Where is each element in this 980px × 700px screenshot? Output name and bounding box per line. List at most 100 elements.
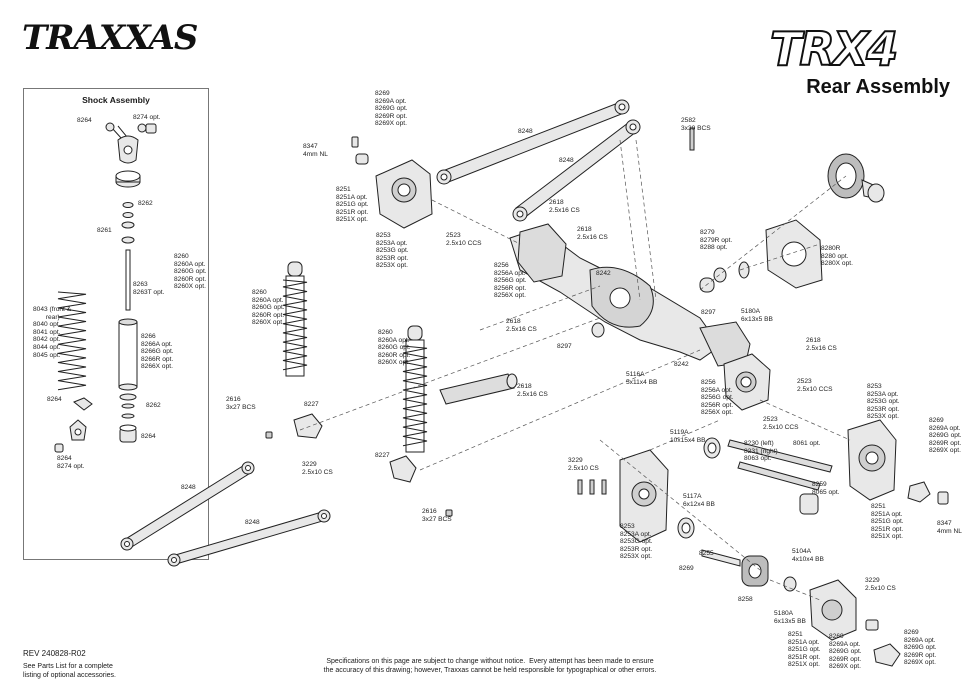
part-label: 8279 8279R opt. 8288 opt.: [700, 229, 733, 252]
part-label: 8269 8269A opt. 8269G opt. 8269R opt. 82…: [904, 629, 937, 667]
part-label: 8251 8251A opt. 8251G opt. 8251R opt. 82…: [788, 631, 821, 669]
right-portal-hub: [723, 353, 771, 411]
shock-label: 8264 8274 opt.: [57, 455, 85, 470]
shock-label: 8262: [138, 200, 153, 207]
part-label: 8258: [738, 596, 753, 603]
part-label: 8260 8260A opt. 8260G opt. 8260R opt. 82…: [378, 329, 411, 367]
part-label: 8269 8269A opt. 8269G opt. 8269R opt. 82…: [375, 90, 408, 128]
part-label: 8242: [674, 361, 689, 368]
axle-shafts: [703, 437, 833, 515]
shock-body-part: [118, 318, 138, 391]
shock-label: 8264: [77, 117, 92, 124]
center-tube: [439, 373, 518, 405]
part-label: 8253 8253A opt. 8253G opt. 8253R opt. 82…: [376, 232, 409, 270]
left-portal-hub: [351, 136, 433, 229]
part-label: 3229 2.5x10 CS: [865, 577, 896, 592]
part-label: 2523 2.5x10 CCS: [797, 378, 833, 393]
part-label: 2582 3x30 BCS: [681, 117, 711, 132]
shock-label: 8264: [141, 433, 156, 440]
part-label: 8297: [701, 309, 716, 316]
part-label: 8280R 8280 opt. 8280X opt.: [821, 245, 853, 268]
part-label: 2523 2.5x10 CCS: [763, 416, 799, 431]
part-label: 8256 8256A opt. 8256G opt. 8256R opt. 82…: [701, 379, 734, 417]
part-label: 8269: [679, 565, 694, 572]
part-label: 5119A 10x15x4 BB: [670, 429, 706, 444]
part-label: 8230 (left) 8231 (right) 8063 opt.: [744, 440, 778, 463]
upper-link-right: [512, 119, 641, 222]
pinion-parts: [591, 261, 750, 338]
lower-link-left: [120, 461, 255, 551]
part-label: 8248: [245, 519, 260, 526]
part-label: 8248: [559, 157, 574, 164]
disclaimer: Specifications on this page are subject …: [323, 658, 657, 674]
part-label: 3229 2.5x10 CS: [302, 461, 333, 476]
coilover-left: [282, 261, 308, 377]
part-label: 5104A 4x10x4 BB: [792, 548, 824, 563]
part-label: 8227: [375, 452, 390, 459]
shock-washers-part: [121, 202, 135, 244]
part-label: 2618 2.5x16 CS: [506, 318, 537, 333]
part-label: 8269 8269A opt. 8269G opt. 8269R opt. 82…: [929, 417, 962, 455]
part-label: 5180A 6x13x5 BB: [741, 308, 773, 323]
link-mounts: [293, 413, 417, 483]
part-label: 2618 2.5x16 CS: [517, 383, 548, 398]
shock-label: 8043 (front & rear) 8040 opt. 8041 opt. …: [33, 306, 72, 359]
screws: [265, 127, 695, 517]
shock-lower-parts: [54, 393, 137, 453]
part-label: 8242: [596, 270, 611, 277]
part-label: 8255: [699, 550, 714, 557]
shock-label: 8264: [47, 396, 62, 403]
page-title: Rear Assembly: [806, 76, 950, 98]
shock-spring-retainer-part: [115, 170, 141, 188]
shock-label: 8260 8260A opt. 8260G opt. 8260R opt. 82…: [174, 253, 207, 291]
part-label: 8227: [304, 401, 319, 408]
part-label: 8248: [518, 128, 533, 135]
shock-assembly-panel: Shock Assembly: [23, 88, 209, 560]
part-label: 2618 2.5x16 CS: [549, 199, 580, 214]
lower-portal-cover: [809, 579, 901, 667]
part-label: 8253 8253A opt. 8253G opt. 8253R opt. 82…: [867, 383, 900, 421]
part-label: 8347 4mm NL: [937, 520, 962, 535]
traxxas-logo: TRAXXAS: [22, 18, 198, 58]
parts-list-note: See Parts List for a complete listing of…: [23, 663, 116, 679]
portal-gears: [701, 549, 797, 592]
part-label: 8253 8253A opt. 8253G opt. 8253R opt. 82…: [620, 523, 653, 561]
ring-gear: [827, 153, 885, 203]
part-label: 5117A 6x12x4 BB: [683, 493, 715, 508]
revision-code: REV 240828-R02: [23, 649, 86, 658]
part-label: 5180A 6x13x5 BB: [774, 610, 806, 625]
part-label: 5116A 5x11x4 BB: [626, 371, 658, 386]
coilover-right: [402, 325, 428, 453]
part-label: 8251 8251A opt. 8251G opt. 8251R opt. 82…: [336, 186, 369, 224]
lower-link-right: [167, 509, 331, 567]
part-label: 8269 8269A opt. 8269G opt. 8269R opt. 82…: [829, 633, 862, 671]
shock-shaft-part: [125, 249, 131, 311]
upper-link-left: [436, 99, 630, 185]
diff-cover: [765, 219, 823, 289]
shock-spring-part: [57, 291, 87, 391]
shock-label: 8263 8263T opt.: [133, 281, 165, 296]
part-label: 8248: [181, 484, 196, 491]
shock-label: 8262: [146, 402, 161, 409]
part-label: 2616 3x27 BCS: [226, 396, 256, 411]
part-label: 8251 8251A opt. 8251G opt. 8251R opt. 82…: [871, 503, 904, 541]
shock-label: 8274 opt.: [133, 114, 161, 121]
part-label: 8297: [557, 343, 572, 350]
part-label: 2523 2.5x10 CCS: [446, 232, 482, 247]
part-label: 8061 opt.: [793, 440, 821, 447]
part-label: 3229 2.5x10 CS: [568, 457, 599, 472]
shock-label: 8266 8266A opt. 8266G opt. 8266R opt. 82…: [141, 333, 174, 371]
part-label: 2618 2.5x16 CS: [577, 226, 608, 241]
shock-assembly-title: Shock Assembly: [82, 95, 150, 105]
alignment-lines: [299, 139, 851, 601]
right-portal-housing: [847, 419, 949, 505]
part-label: 8260 8260A opt. 8260G opt. 8260R opt. 82…: [252, 289, 285, 327]
part-label: 2616 3x27 BCS: [422, 508, 452, 523]
shock-label: 8261: [97, 227, 112, 234]
trx4-logo: TRX4: [769, 21, 899, 77]
part-label: 8347 4mm NL: [303, 143, 328, 158]
part-label: 2618 2.5x16 CS: [806, 337, 837, 352]
shock-rod-end-part: [105, 122, 157, 164]
